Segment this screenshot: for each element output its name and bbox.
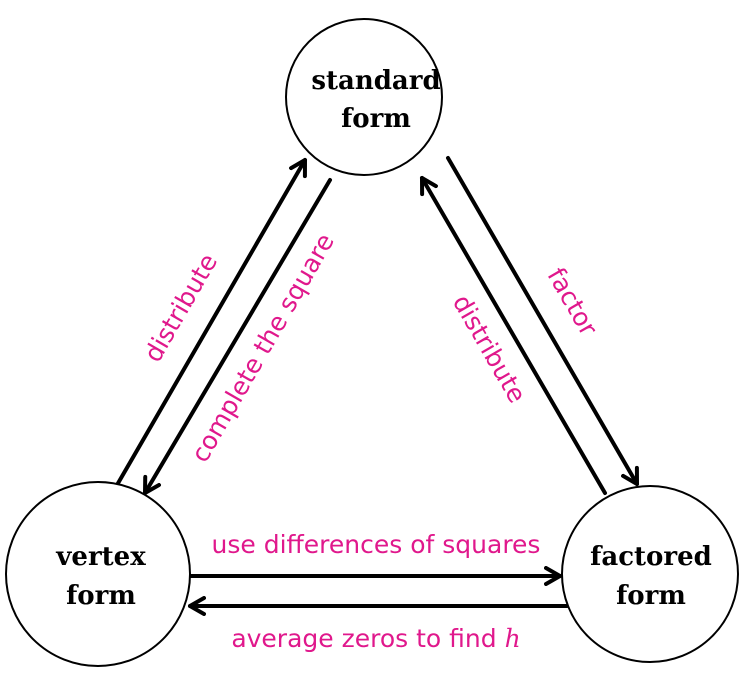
edge-standard-to-vertex (143, 178, 332, 495)
edge-vertex-to-standard (115, 158, 307, 487)
label-vertex-to-factored: use differences of squares (212, 530, 541, 559)
node-factored-line1: factored (590, 542, 712, 572)
label-factored-to-vertex: average zeros to find h (231, 624, 520, 653)
node-factored-form: factored form (561, 485, 739, 663)
label-factored-to-vertex-text: average zeros to find (231, 624, 504, 653)
node-vertex-form: vertex form (5, 481, 191, 667)
edge-factored-to-standard (420, 176, 607, 495)
node-standard-form: standard form (285, 18, 443, 176)
node-factored-line2: form (616, 581, 686, 611)
label-standard-to-factored: factor (541, 263, 603, 342)
node-standard-line1: standard (311, 66, 440, 96)
label-vertex-to-standard: distribute (138, 249, 223, 367)
node-vertex-line2: form (66, 581, 136, 611)
edge-standard-to-factored (446, 156, 639, 486)
node-vertex-line1: vertex (55, 542, 146, 572)
label-factored-to-vertex-var: h (505, 624, 521, 653)
node-standard-line2: form (341, 104, 411, 134)
